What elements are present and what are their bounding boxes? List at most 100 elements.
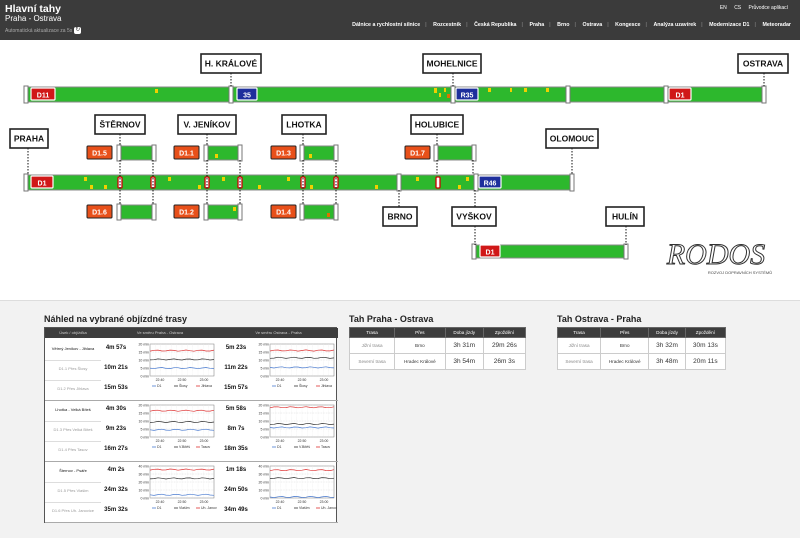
nav-modernizace-d1[interactable]: Modernizace D1	[709, 22, 750, 28]
city-hulin[interactable]: HULÍN	[605, 206, 645, 227]
detour-time-dir2: 8m 7s	[227, 426, 245, 432]
chart-series-line	[149, 477, 215, 480]
detour-d15[interactable]	[116, 144, 157, 162]
chart-series-line	[269, 366, 335, 369]
lang-cs-link[interactable]: CS	[734, 5, 742, 11]
detour-time-dir2: 11m 22s	[224, 365, 248, 371]
detour-time-dir2: 18m 35s	[224, 446, 248, 452]
chart-y-tick: 10 min	[258, 489, 269, 493]
nav-rozcestnik[interactable]: Rozcestník	[433, 22, 462, 28]
po-cell-route: Jižní trasa	[348, 337, 396, 354]
shield-d13: D1.3	[270, 145, 297, 160]
detour-row-label: Šternov - Psáře	[59, 468, 87, 473]
road-top[interactable]	[23, 85, 767, 104]
chart-legend-label: Uh. Janovice	[201, 506, 217, 510]
chart-y-tick: 5 min	[260, 367, 269, 371]
nav-ceska-republika[interactable]: Česká Republika	[474, 22, 517, 28]
chart-y-tick: 5 min	[140, 367, 149, 371]
city-hradec-kralove[interactable]: H. KRÁLOVÉ	[200, 53, 262, 74]
svg-text:D1: D1	[676, 93, 685, 100]
table-row[interactable]: Severní trasa Hradec Králové 3h 54m 26m …	[348, 353, 527, 370]
nav-ostrava[interactable]: Ostrava	[582, 22, 603, 28]
chart-legend-label: Šlosy	[299, 383, 308, 388]
chart-y-tick: 15 min	[258, 412, 269, 416]
chart-x-tick: 23:00	[200, 439, 209, 443]
table-row[interactable]: Severní trasa Hradec Králové 3h 48m 20m …	[556, 353, 727, 370]
chart-series-line	[269, 406, 335, 409]
detour-time-dir1: 4m 57s	[105, 345, 127, 351]
shield-d17: D1.7	[404, 145, 431, 160]
detour-time-dir1: 4m 30s	[105, 406, 127, 412]
chart-x-tick: 22:50	[178, 500, 187, 504]
guide-link[interactable]: Průvodce aplikací	[748, 5, 788, 11]
city-holubice[interactable]: HOLUBICE	[410, 114, 464, 135]
chart-legend-label: D1	[157, 506, 162, 510]
city-vyskov[interactable]: VYŠKOV	[451, 206, 497, 227]
chart-x-tick: 22:50	[298, 439, 307, 443]
detour-d11[interactable]	[203, 144, 243, 162]
nav-brno[interactable]: Brno	[557, 22, 570, 28]
table-row[interactable]: Jižní trasa Brno 3h 32m 30m 13s	[556, 337, 727, 354]
city-ostrava[interactable]: OSTRAVA	[737, 53, 789, 74]
city-lhotka[interactable]: LHOTKA	[281, 114, 327, 135]
nav-meteoradar[interactable]: Meteoradar	[762, 22, 791, 28]
detour-d12[interactable]	[203, 203, 243, 221]
svg-text:D1.4: D1.4	[276, 210, 291, 217]
ostrava-praha-table: Trasa Přes Doba jízdy Zpoždění Jižní tra…	[556, 327, 727, 370]
nav-dalnice[interactable]: Dálnice a rychlostní silnice	[352, 22, 421, 28]
city-vetrny-jenikov[interactable]: V. JENÍKOV	[177, 114, 237, 135]
ostrava-praha-title: Tah Ostrava - Praha	[557, 314, 642, 324]
city-mohelnice[interactable]: MOHELNICE	[422, 53, 482, 74]
chart-x-tick: 22:40	[276, 439, 285, 443]
road-d1-main[interactable]	[23, 173, 575, 192]
op-cell-time: 3h 48m	[648, 353, 686, 370]
lang-en-link[interactable]: EN	[719, 5, 727, 11]
shield-d1-bottom: D1	[479, 244, 501, 258]
rodos-logo: RODOS ROZVOJ DOPRAVNÍCH SYSTÉMŮ	[665, 238, 772, 276]
nav-kongesce[interactable]: Kongesce	[615, 22, 641, 28]
detour-time-dir1: 24m 32s	[104, 487, 128, 493]
detour-d13[interactable]	[299, 144, 339, 162]
detour-row-label: D1.1 Přes Šlosy	[58, 366, 88, 371]
svg-text:BRNO: BRNO	[387, 212, 412, 222]
detour-row-label: D1.5 Přes Vlašim	[57, 488, 89, 493]
chart-series-line	[269, 349, 335, 352]
po-th-delay: Zpoždění	[482, 327, 527, 338]
city-brno[interactable]: BRNO	[382, 206, 418, 227]
svg-text:D1.5: D1.5	[92, 151, 107, 158]
chart-y-tick: 30 min	[138, 473, 149, 477]
city-olomouc[interactable]: OLOMOUC	[545, 128, 599, 149]
chart-legend-label: V.Bítěš	[299, 445, 310, 449]
detour-d14[interactable]	[299, 203, 339, 221]
svg-text:D1.3: D1.3	[276, 151, 291, 158]
svg-text:D1.2: D1.2	[179, 210, 194, 217]
nav-analyza-uzavirek[interactable]: Analýza uzavírek	[653, 22, 697, 28]
city-praha[interactable]: PRAHA	[9, 128, 49, 149]
detour-time-dir1: 15m 53s	[104, 385, 128, 391]
chart-x-tick: 22:40	[276, 500, 285, 504]
chart-x-tick: 22:50	[298, 500, 307, 504]
detour-time-dir1: 9m 23s	[105, 426, 127, 432]
svg-text:ROZVOJ DOPRAVNÍCH SYSTÉMŮ: ROZVOJ DOPRAVNÍCH SYSTÉMŮ	[708, 270, 772, 275]
svg-text:H. KRÁLOVÉ: H. KRÁLOVÉ	[205, 59, 258, 69]
praha-ostrava-title: Tah Praha - Ostrava	[349, 314, 434, 324]
chart-x-tick: 22:50	[178, 378, 187, 382]
refresh-icon[interactable]: ↻	[74, 27, 82, 34]
road-d1-bottom[interactable]	[471, 243, 629, 260]
detour-d16[interactable]	[116, 203, 157, 221]
po-cell-via: Hradec Králové	[394, 353, 446, 370]
detour-row-label: D1.6 Přes Uh. Janovice	[51, 508, 95, 513]
op-cell-via: Hradec Králové	[600, 353, 650, 370]
detour-row-label: Větrný Jeníkov - Jihlava	[51, 346, 95, 351]
nav-praha[interactable]: Praha	[529, 22, 545, 28]
chart-series-line	[149, 367, 215, 370]
po-cell-time: 3h 31m	[444, 337, 484, 354]
table-row[interactable]: Jižní trasa Brno 3h 31m 29m 26s	[348, 337, 527, 354]
svg-text:D1: D1	[38, 181, 47, 188]
city-sternov[interactable]: ŠTĚRNOV	[94, 114, 146, 135]
detour-d17[interactable]	[433, 144, 477, 162]
chart-y-tick: 0 min	[140, 497, 149, 501]
